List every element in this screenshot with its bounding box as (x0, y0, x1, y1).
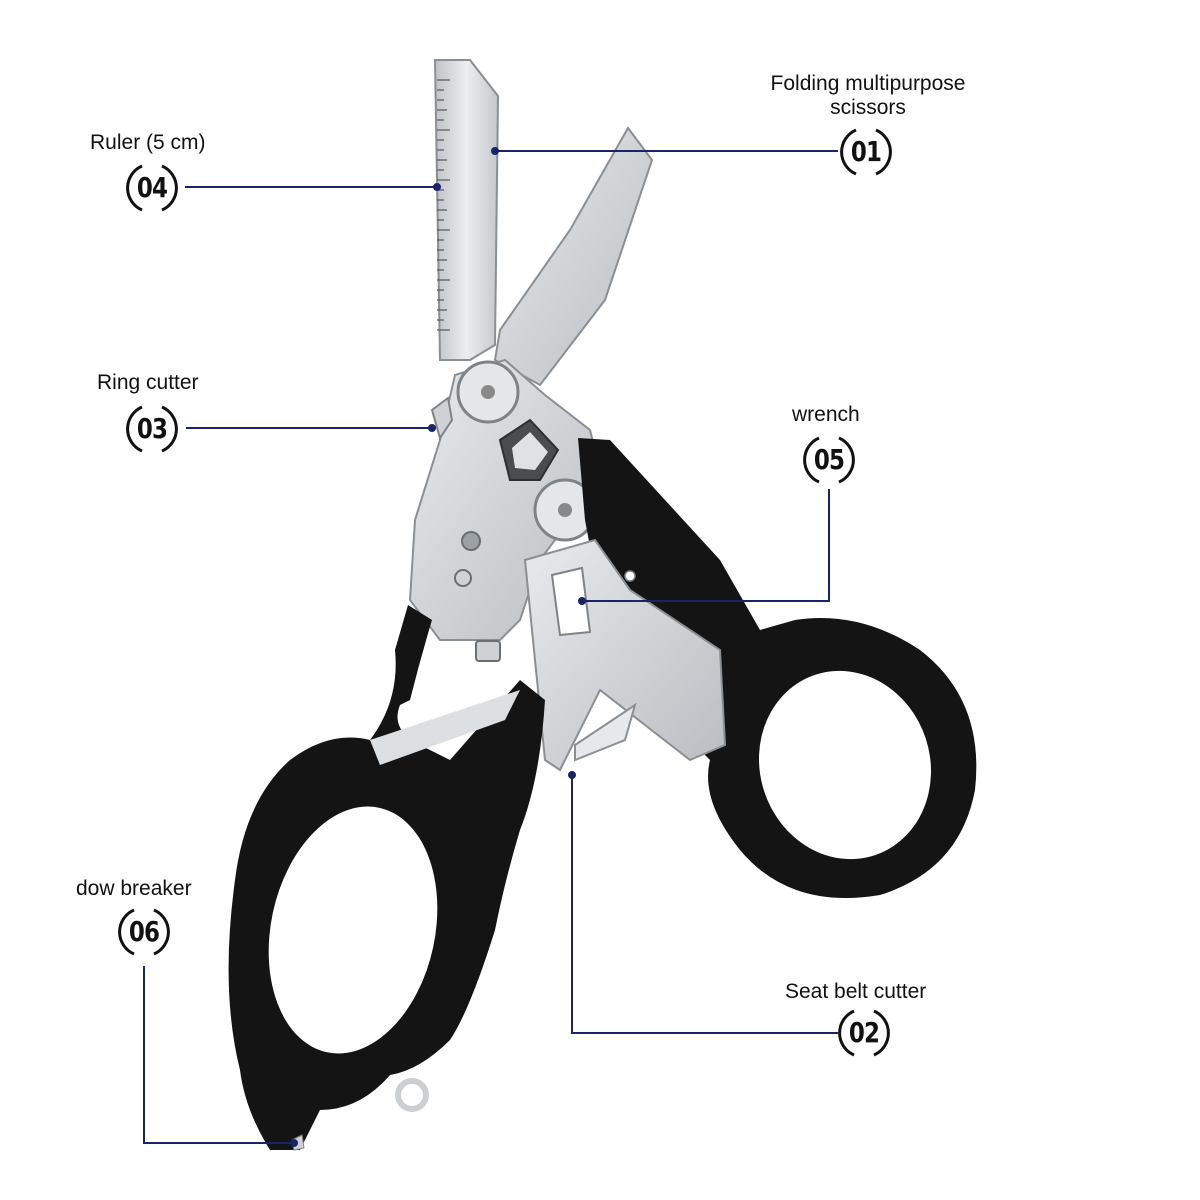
leader-line-05 (582, 489, 830, 602)
badge-04: 04 (124, 160, 180, 216)
badge-05: 05 (801, 432, 857, 488)
label-06: dow breaker (76, 877, 192, 900)
label-01: Folding multipurpose scissors (748, 72, 988, 120)
ruler-blade (433, 59, 500, 361)
ring-cutter-hook (430, 396, 454, 441)
badge-02: 02 (836, 1005, 892, 1061)
badge-number-06: 06 (128, 915, 160, 948)
label-02: Seat belt cutter (785, 980, 927, 1003)
label-01-line1: Folding multipurpose (770, 72, 966, 95)
label-01-line2: scissors (830, 96, 906, 119)
label-05: wrench (792, 403, 860, 426)
leader-line-06 (143, 966, 294, 1144)
upper-blade (493, 126, 654, 387)
badge-number-03: 03 (136, 412, 168, 445)
badge-01: 01 (838, 124, 894, 180)
lanyard-hole (395, 1078, 429, 1112)
leader-line-02 (571, 775, 838, 1034)
badge-number-04: 04 (136, 171, 168, 204)
badge-03: 03 (124, 401, 180, 457)
left-handle-ring-hole (268, 806, 438, 1054)
badge-number-01: 01 (850, 135, 882, 168)
badge-number-05: 05 (813, 443, 845, 476)
badge-number-02: 02 (848, 1016, 880, 1049)
label-03: Ring cutter (97, 371, 199, 394)
wrench-slot (550, 566, 592, 637)
belt-cutter-hook (574, 702, 637, 762)
label-04: Ruler (5 cm) (90, 131, 206, 154)
leader-lines (143, 147, 838, 1147)
right-handle-ring-hole (758, 670, 932, 860)
badge-06: 06 (116, 904, 172, 960)
